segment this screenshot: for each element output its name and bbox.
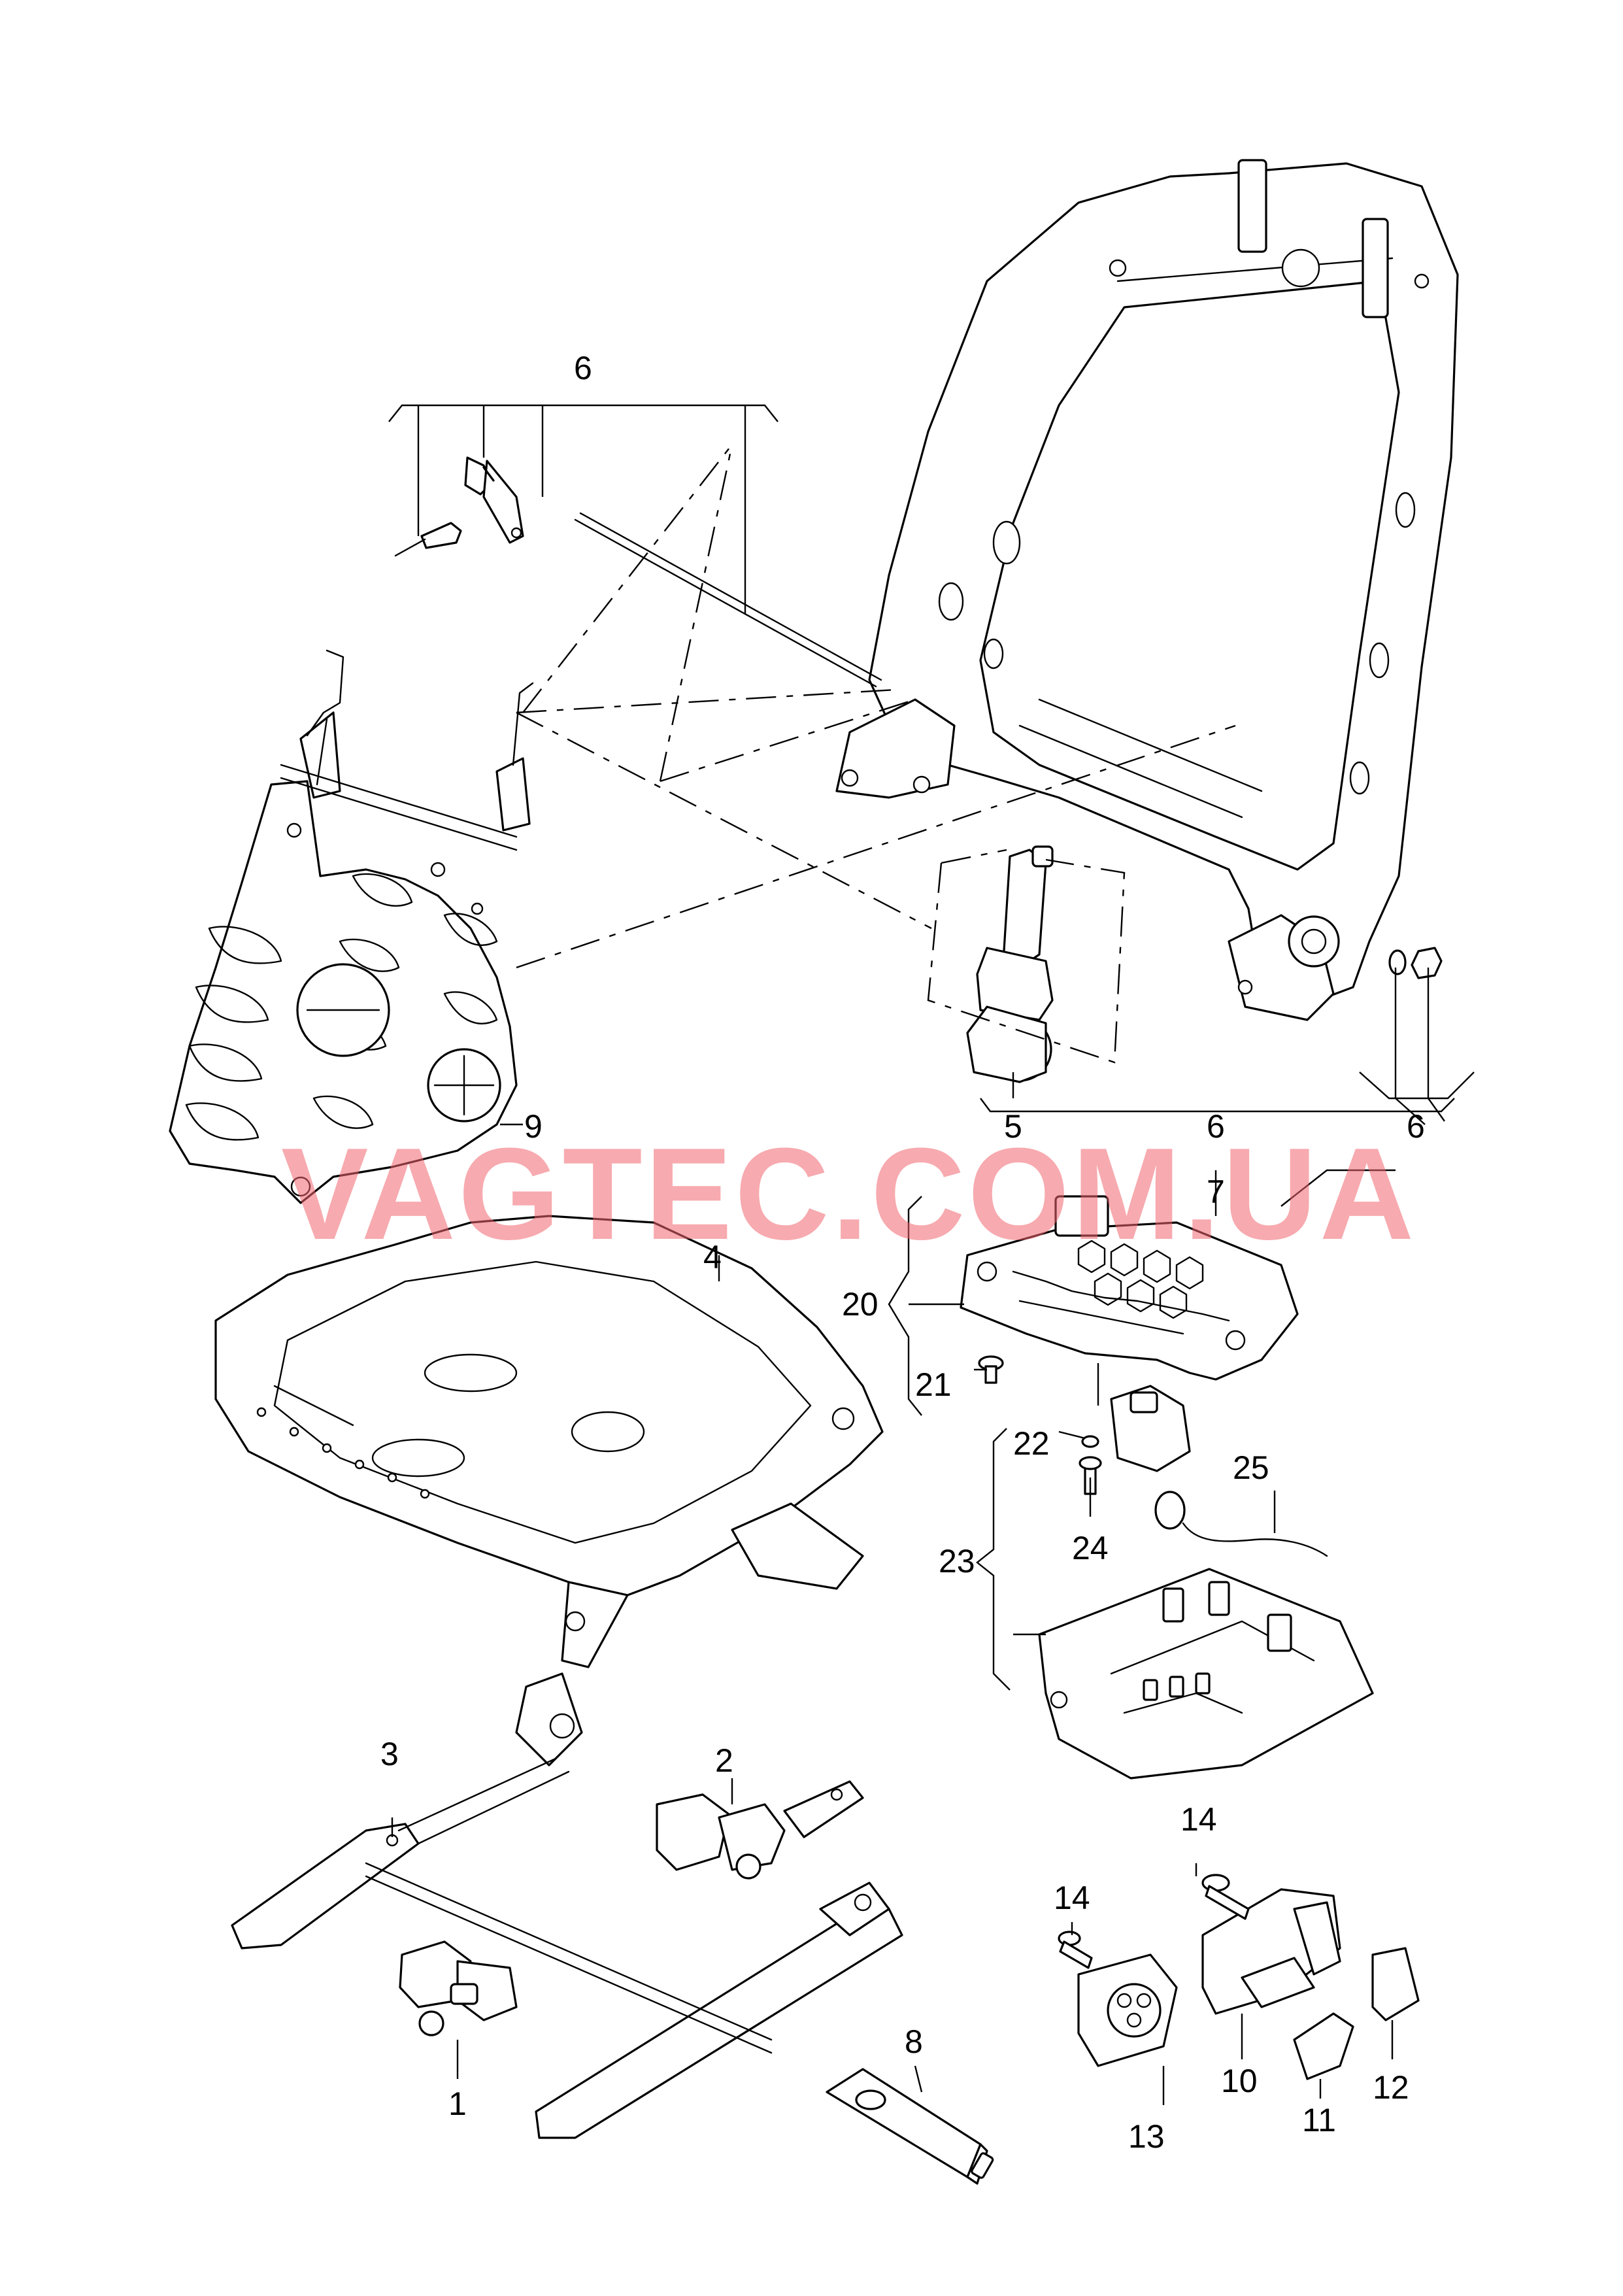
callout-7: 7 <box>1207 1173 1225 1210</box>
seat-pan-frame <box>214 1215 884 1668</box>
callout-11: 11 <box>1302 2102 1336 2138</box>
callout-23: 23 <box>939 1543 975 1579</box>
lumbar-support <box>169 649 534 1204</box>
callout-numbers: 1 2 3 4 5 6 6 6 7 8 9 10 11 12 13 14 14 … <box>380 350 1425 2155</box>
seat-rails <box>231 1672 903 2139</box>
callout-13: 13 <box>1128 2118 1165 2155</box>
callout-14-right: 14 <box>1180 1801 1217 1838</box>
height-adjust-motor <box>399 1940 518 2036</box>
callout-24: 24 <box>1072 1530 1109 1566</box>
callout-12: 12 <box>1373 2069 1409 2106</box>
callout-22: 22 <box>1013 1425 1050 1462</box>
callout-8: 8 <box>905 2023 923 2060</box>
callout-10: 10 <box>1221 2063 1258 2099</box>
callout-9: 9 <box>524 1108 543 1145</box>
callout-6-top: 6 <box>574 350 592 386</box>
control-unit-bracket <box>960 1195 1299 1381</box>
callout-3: 3 <box>380 1736 399 1772</box>
callout-1: 1 <box>448 2085 467 2122</box>
assembly-lines <box>516 444 1236 1064</box>
callout-6-middle: 6 <box>1207 1108 1225 1145</box>
callout-6-right: 6 <box>1407 1108 1425 1145</box>
callout-14-left: 14 <box>1054 1880 1090 1916</box>
callout-20: 20 <box>842 1286 878 1323</box>
leader-lines <box>388 404 1475 2105</box>
sensor-unit <box>1079 1385 1191 1495</box>
screw-21 <box>978 1355 1004 1384</box>
control-module <box>1038 1568 1374 1780</box>
callout-4: 4 <box>703 1239 722 1275</box>
longitudinal-motor <box>656 1780 864 1880</box>
grease-tube <box>826 2068 994 2185</box>
sensor-cable <box>1154 1491 1328 1557</box>
cross-rod-fasteners <box>394 456 882 688</box>
callout-25: 25 <box>1233 1449 1269 1486</box>
switch-13 <box>1058 1931 1178 2067</box>
watermark-text: VAGTEC.COM.UA <box>281 1121 1416 1267</box>
switch-knob-12 <box>1371 1947 1420 2021</box>
backrest-motor <box>966 845 1054 1083</box>
callout-2: 2 <box>715 1742 733 1779</box>
callout-21: 21 <box>915 1366 952 1403</box>
seat-switch <box>1201 1874 1341 2015</box>
washer-and-nut <box>1388 947 1443 979</box>
callout-5: 5 <box>1004 1108 1022 1145</box>
switch-knob-11 <box>1293 2012 1354 2080</box>
backrest-frame <box>835 159 1459 1021</box>
